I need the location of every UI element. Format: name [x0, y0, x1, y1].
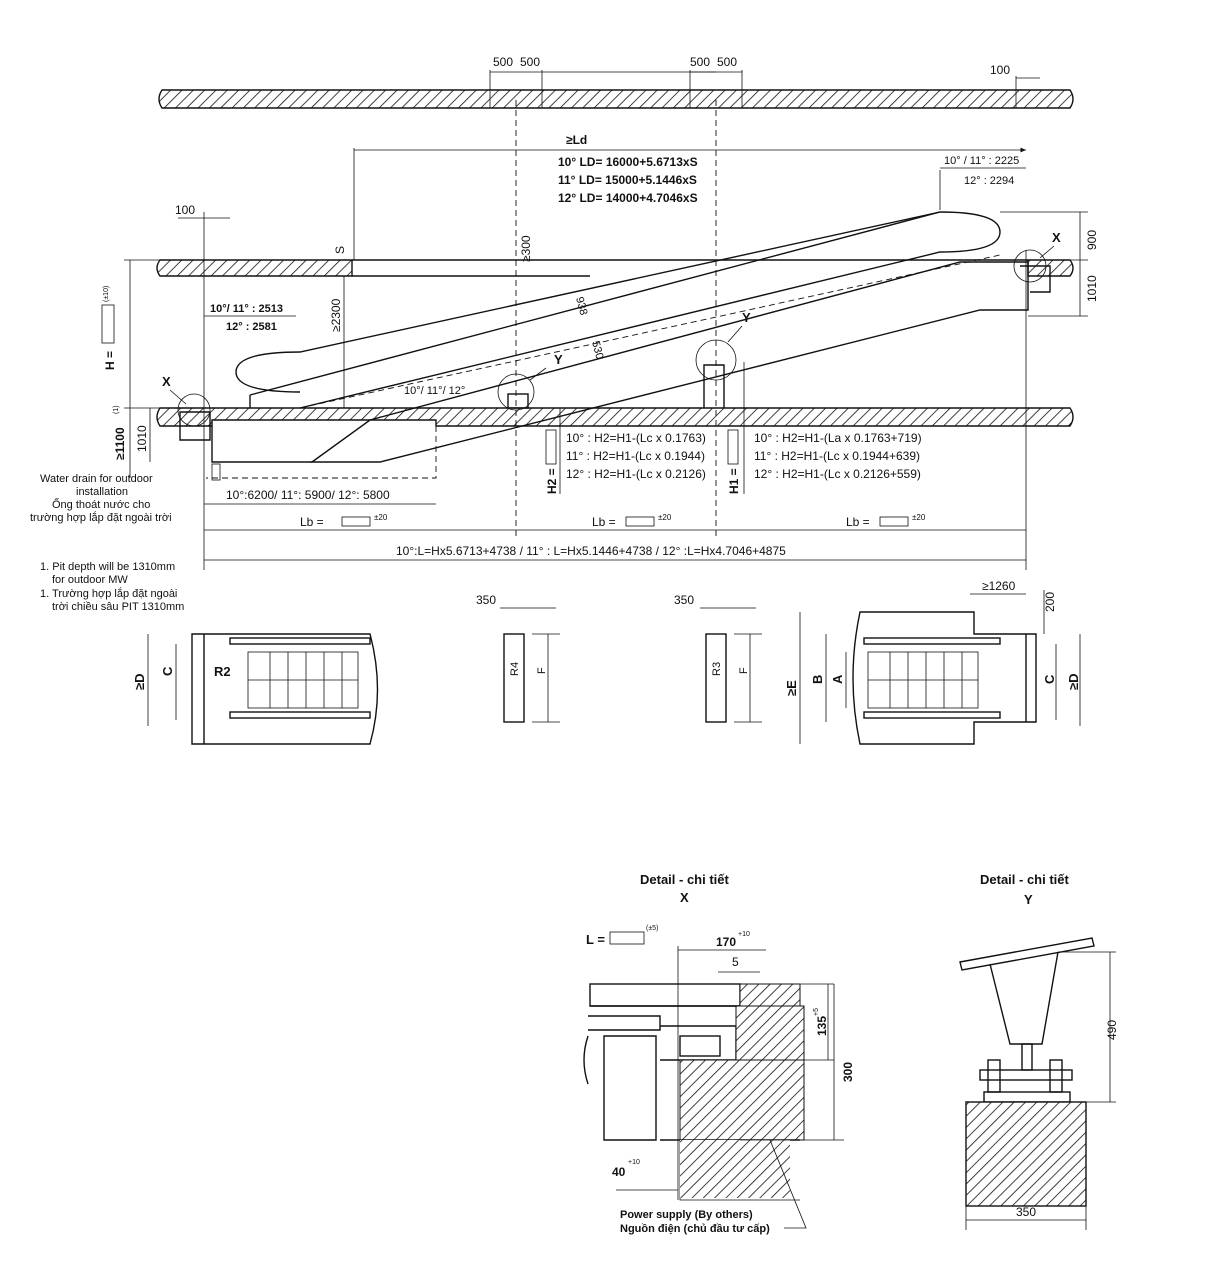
detail-x-300: 300 — [841, 1062, 855, 1082]
h2-formula-10: 10° : H2=H1-(Lc x 0.1763) — [566, 431, 706, 445]
section-view: 500 500 500 500 100 ≥Ld 10° LD= 16000+5.… — [30, 55, 1099, 613]
detail-y-350: 350 — [1016, 1205, 1036, 1219]
plan-c-left: C — [160, 666, 175, 676]
h2-formula-11: 11° : H2=H1-(Lc x 0.1944) — [566, 449, 705, 463]
dim-500-d: 500 — [717, 55, 737, 69]
h1-label: H1 = — [727, 468, 741, 494]
detail-y-title: Detail - chi tiết — [980, 872, 1070, 887]
lower-dim-1: 10°/ 11° : 2513 — [210, 303, 283, 315]
plan-a: A — [830, 674, 845, 684]
detail-x-135: 135 — [815, 1016, 829, 1036]
power-supply-en: Power supply (By others) — [620, 1209, 753, 1221]
plan-views: ≥D C R2 350 R4 F 350 R3 F ≥1260 — [132, 579, 1081, 745]
plan-ge-e: ≥E — [784, 680, 799, 696]
escalator-truss — [249, 211, 1001, 409]
detail-x-title: Detail - chi tiết — [640, 872, 730, 887]
h2-formula-12: 12° : H2=H1-(Lc x 0.2126) — [566, 467, 706, 481]
ld-formula-10: 10° LD= 16000+5.6713xS — [558, 155, 698, 169]
detail-x-40-tol: +10 — [628, 1159, 640, 1166]
detail-y-490: 490 — [1105, 1020, 1119, 1040]
dim-ge300: ≥300 — [519, 235, 533, 262]
detail-x: Detail - chi tiết X L = (±5) 170 +10 5 1… — [583, 872, 855, 1235]
lower-floor-slab — [156, 407, 1074, 427]
detail-x-l-tol: (±5) — [646, 925, 658, 932]
lb-label-1: Lb = — [300, 515, 324, 529]
marker-y-mid: Y — [554, 352, 563, 367]
note-2b: trời chiều sâu PIT 1310mm — [52, 601, 184, 613]
detail-y: Detail - chi tiết Y 490 350 — [959, 872, 1119, 1230]
drain-note-4: trường hợp lắp đặt ngoài trời — [30, 511, 172, 524]
drain-note-3: Ống thoát nước cho — [52, 497, 150, 511]
lower-dim-2: 12° : 2581 — [226, 321, 277, 333]
plan-200: 200 — [1043, 592, 1057, 612]
detail-x-170-tol: +10 — [738, 931, 750, 938]
plan-ge-d-left: ≥D — [132, 673, 147, 690]
ld-formula-12: 12° LD= 14000+4.7046xS — [558, 191, 698, 205]
dim-ge2300: ≥2300 — [329, 298, 343, 332]
pit-length: 10°:6200/ 11°: 5900/ 12°: 5800 — [226, 488, 390, 502]
lb-label-2: Lb = — [592, 515, 616, 529]
h2-label: H2 = — [545, 468, 559, 494]
drain-note-1: Water drain for outdoor — [40, 473, 153, 485]
dim-ge1100: ≥1100 — [113, 427, 127, 460]
lb-tol-3: ±20 — [912, 513, 926, 522]
note-1b: for outdoor MW — [52, 574, 128, 586]
detail-y-letter: Y — [1024, 892, 1033, 907]
lb-tol-2: ±20 — [658, 513, 672, 522]
ld-formula-11: 11° LD= 15000+5.1446xS — [558, 173, 697, 187]
incline-angle: 10°/ 11°/ 12° — [404, 385, 465, 397]
plan-f-2: F — [738, 667, 750, 674]
top-right-dim-1: 10° / 11° : 2225 — [944, 155, 1019, 167]
dim-ld: ≥Ld — [566, 133, 587, 147]
plan-c-right: C — [1042, 674, 1057, 684]
dim-1010-left: 1010 — [135, 425, 149, 452]
dim-900: 900 — [1085, 230, 1099, 250]
detail-x-letter: X — [680, 890, 689, 905]
plan-f-1: F — [536, 667, 548, 674]
detail-x-170: 170 — [716, 935, 736, 949]
plan-r3: R3 — [711, 662, 723, 676]
plan-r2: R2 — [214, 664, 231, 679]
dim-100-left: 100 — [175, 203, 195, 217]
power-supply-vi: Nguồn điện (chủ đầu tư cấp) — [620, 1223, 770, 1235]
h1-formula-10: 10° : H2=H1-(La x 0.1763+719) — [754, 431, 922, 445]
dim-1010-right: 1010 — [1085, 275, 1099, 302]
detail-x-5: 5 — [732, 955, 739, 969]
detail-x-l-label: L = — [586, 932, 605, 947]
h-tolerance: (±10) — [103, 286, 110, 302]
lb-tol-1: ±20 — [374, 513, 388, 522]
note-2a: 1. Trường hợp lắp đặt ngoài — [40, 587, 177, 600]
plan-b: B — [810, 675, 825, 684]
upper-floor-slab — [156, 259, 353, 277]
marker-x-right: X — [1052, 230, 1061, 245]
ge1100-note: (1) — [113, 405, 120, 414]
top-right-dim-2: 12° : 2294 — [964, 175, 1014, 187]
h1-formula-12: 12° : H2=H1-(Lc x 0.2126+559) — [754, 467, 921, 481]
dim-938: 938 — [573, 296, 589, 317]
drain-note-2: installation — [76, 486, 128, 498]
plan-r4: R4 — [509, 662, 521, 676]
dim-500-a: 500 — [493, 55, 513, 69]
plan-350-b: 350 — [674, 593, 694, 607]
dim-500-b: 500 — [520, 55, 540, 69]
plan-350-a: 350 — [476, 593, 496, 607]
h1-formula-11: 11° : H2=H1-(Lc x 0.1944+639) — [754, 449, 920, 463]
h-label: H = — [103, 351, 117, 370]
total-length-formula: 10°:L=Hx5.6713+4738 / 11° : L=Hx5.1446+4… — [396, 544, 786, 558]
dim-530: 530 — [589, 340, 605, 361]
plan-ge1260: ≥1260 — [982, 579, 1016, 593]
plan-ge-d-right: ≥D — [1066, 673, 1081, 690]
marker-y-right: Y — [742, 310, 751, 325]
ceiling-slab — [158, 89, 1074, 109]
dim-500-c: 500 — [690, 55, 710, 69]
note-1a: 1. Pit depth will be 1310mm — [40, 561, 175, 573]
detail-x-40: 40 — [612, 1165, 626, 1179]
dim-s: S — [333, 246, 347, 254]
dim-100-right: 100 — [990, 63, 1010, 77]
marker-x-left: X — [162, 374, 171, 389]
lb-label-3: Lb = — [846, 515, 870, 529]
detail-x-135-tol: +5 — [813, 1008, 820, 1016]
